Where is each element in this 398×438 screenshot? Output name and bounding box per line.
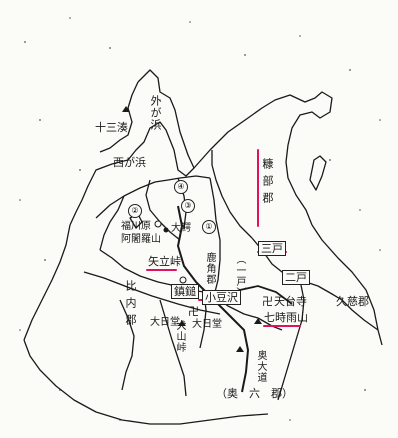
- label-kunohe: 久慈郡: [336, 295, 369, 308]
- label-inusenzan: 犬山峠: [174, 320, 185, 353]
- port-marker: [122, 106, 130, 112]
- label-nanashigure: 七時雨山: [264, 311, 308, 324]
- label-nishigahama: 西が浜: [113, 156, 146, 169]
- label-sha-right: 卍: [262, 295, 273, 308]
- label-kazuno: 鹿角郡: [204, 252, 215, 285]
- area-number-4: ④: [174, 180, 188, 194]
- label-akogihara: 阿闍羅山: [121, 234, 161, 245]
- label-azukizawa: 小豆沢: [202, 290, 241, 305]
- label-sotogahama: 外が浜: [149, 95, 162, 131]
- label-ninohe: 二戸: [282, 270, 310, 285]
- mountain-marker-2: [178, 320, 186, 326]
- label-yatatsu: 矢立峠: [148, 255, 181, 268]
- area-number-3: ③: [181, 199, 195, 213]
- label-oku-rokugun: （奥 六 郡）: [216, 387, 293, 400]
- area-number-2: ②: [128, 204, 142, 218]
- paper-speckles: [19, 17, 381, 421]
- castle-marker: [154, 220, 162, 228]
- label-ichinohe: （一戸）: [234, 254, 245, 298]
- site-marker: [163, 227, 169, 233]
- mountain-marker-3: [236, 346, 244, 352]
- label-kashiwagi: 福川原: [121, 221, 151, 232]
- label-suwa: 鎮鎚: [171, 284, 199, 299]
- suwa-marker: [179, 276, 187, 284]
- label-nukanobu: 糠部郡: [261, 158, 274, 209]
- mountain-marker: [254, 318, 262, 324]
- label-tendaiji: 天台寺: [274, 295, 307, 308]
- label-owani: 大鰐: [171, 223, 191, 234]
- label-dainichido-mid: 大日堂: [192, 319, 222, 330]
- route-west: [83, 271, 221, 315]
- label-hinai: 比内郡: [124, 280, 137, 331]
- area-number-1: ①: [202, 220, 216, 234]
- coastlines: [23, 69, 383, 425]
- label-sannohe: 三戸: [258, 241, 286, 256]
- label-dainichido-left: 大日堂: [150, 317, 180, 328]
- label-sha-left: 卍: [188, 305, 199, 318]
- label-juusanko: 十三湊: [95, 121, 128, 134]
- label-okuoudou: 奥大道: [255, 350, 266, 383]
